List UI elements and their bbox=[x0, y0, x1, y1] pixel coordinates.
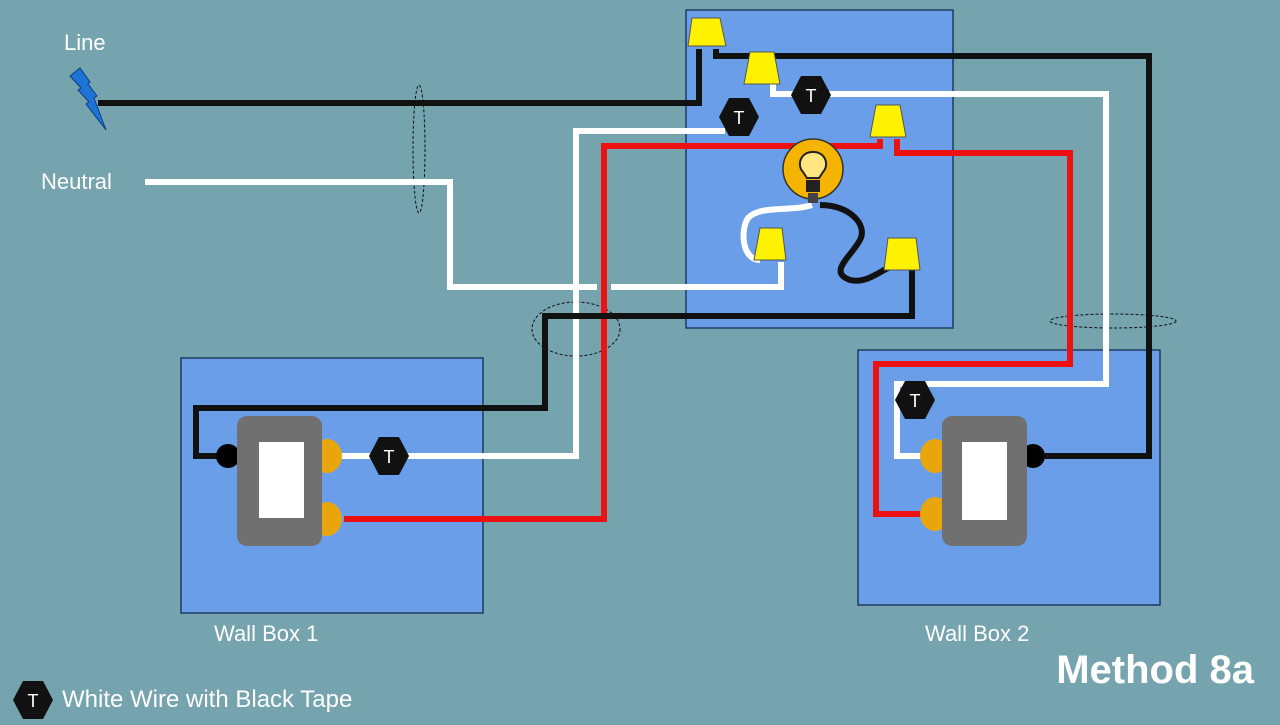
bulb-neutral-lead bbox=[740, 202, 813, 263]
neutral-wire-to-nut bbox=[611, 262, 784, 290]
cable-bundle-wallbox2 bbox=[1049, 313, 1177, 329]
line-hot-wire bbox=[98, 49, 702, 106]
red-traveler-wb1 bbox=[344, 139, 883, 522]
method-title: Method 8a bbox=[1056, 648, 1254, 692]
white-taped-wire-wb2 bbox=[770, 80, 1109, 459]
legend-text: White Wire with Black Tape bbox=[62, 686, 353, 713]
tape-marker-label: T bbox=[734, 108, 745, 128]
light-bulb-icon bbox=[782, 138, 844, 203]
tape-marker-label: T bbox=[910, 391, 921, 411]
wire-nut-icon bbox=[687, 17, 727, 47]
switch-icon bbox=[920, 416, 1045, 546]
switch-icon bbox=[216, 416, 342, 546]
wire-nut-icon bbox=[753, 227, 787, 261]
wire-nut-icon bbox=[883, 237, 921, 271]
bulb-hot-lead bbox=[819, 202, 897, 284]
wire-nut-icon bbox=[743, 51, 781, 85]
tape-marker-icon: T bbox=[719, 98, 759, 136]
wall-box-2-label: Wall Box 2 bbox=[925, 621, 1030, 646]
tape-marker-label: T bbox=[806, 86, 817, 106]
legend-tape-marker-icon: T bbox=[13, 681, 53, 719]
lightning-bolt-icon bbox=[69, 67, 107, 131]
tape-marker-label: T bbox=[384, 447, 395, 467]
red-traveler-wb2 bbox=[873, 139, 1073, 517]
wire-nut-icon bbox=[869, 104, 907, 138]
tape-marker-icon: T bbox=[369, 437, 409, 475]
cable-bundle-line-neutral bbox=[412, 84, 426, 214]
tape-marker-icon: T bbox=[895, 381, 935, 419]
neutral-label: Neutral bbox=[41, 169, 112, 194]
black-wire-wb2 bbox=[713, 49, 1152, 459]
neutral-wire bbox=[145, 179, 597, 290]
wall-box-1-label: Wall Box 1 bbox=[214, 621, 319, 646]
black-wire-wb1 bbox=[193, 270, 915, 459]
wall-box-1 bbox=[180, 357, 484, 614]
tape-marker-icon: T bbox=[791, 76, 831, 114]
white-taped-wire-wb1 bbox=[333, 128, 725, 459]
legend-tape-marker-label: T bbox=[28, 691, 39, 711]
line-label: Line bbox=[64, 30, 106, 55]
